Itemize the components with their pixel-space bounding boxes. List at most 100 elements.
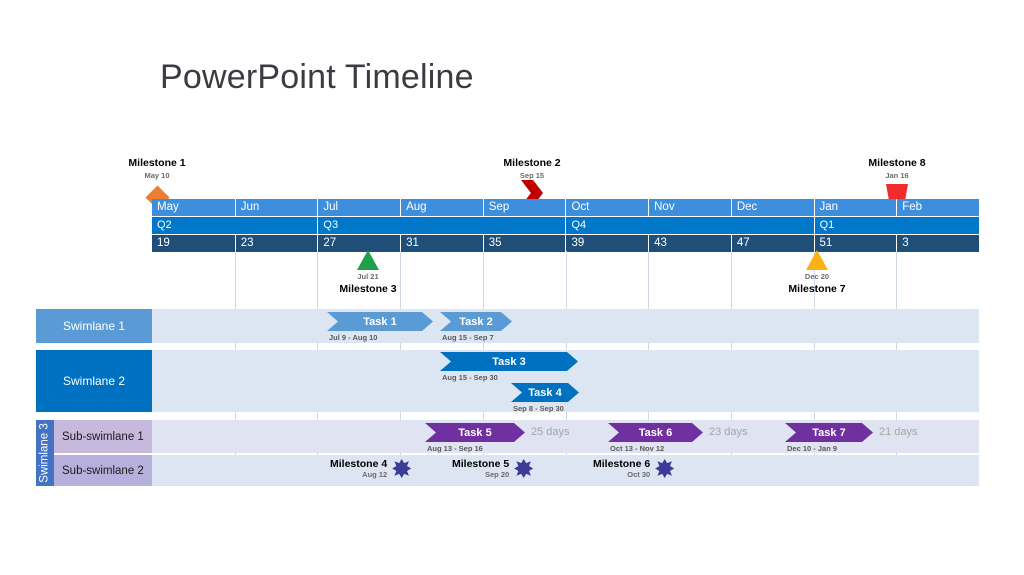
milestone-6-date: Oct 30 [627, 470, 651, 479]
milestone-6-texts: Milestone 6 Oct 30 [593, 458, 650, 479]
month-cell-jan: Jan [813, 199, 897, 216]
triangle-up-icon [357, 250, 379, 270]
month-cell-nov: Nov [648, 199, 731, 216]
timeline-quarter-row: Q2 Q3 Q4 Q1 [152, 217, 979, 234]
week-cell-47: 47 [730, 235, 814, 252]
milestone-5-label: Milestone 5 [452, 458, 510, 470]
month-cell-may: May [157, 201, 179, 213]
milestone-bottom-3[interactable]: Jul 21 Milestone 3 [308, 250, 428, 295]
task-7-dates: Dec 10 - Jan 9 [787, 444, 838, 453]
milestone-bottom-7-date: Dec 20 [804, 272, 830, 281]
week-cell-35: 35 [482, 235, 566, 252]
week-cell-27: 27 [317, 235, 400, 252]
swimlane-2-label[interactable]: Swimlane 2 [36, 350, 152, 412]
month-cell-sep: Sep [482, 199, 566, 216]
task-6-bar[interactable]: Task 6 [608, 423, 703, 442]
swimlane-3-label-text: Swimlane 3 [39, 423, 52, 483]
task-5-bar[interactable]: Task 5 [425, 423, 525, 442]
task-4-bar[interactable]: Task 4 [511, 383, 579, 402]
swimlane-1-label-text: Swimlane 1 [62, 319, 126, 333]
week-cell-31: 31 [400, 235, 483, 252]
task-6[interactable]: Task 6 Oct 13 - Nov 12 23 days [608, 423, 748, 453]
quarter-cell-q1: Q1 [813, 217, 979, 234]
swimlane-3-tab[interactable]: Swimlane 3 [36, 420, 54, 486]
task-4[interactable]: Task 4 Sep 8 - Sep 30 [511, 383, 579, 413]
milestone-4[interactable]: Milestone 4 Aug 12 [330, 458, 412, 479]
milestone-top-2-label: Milestone 2 [503, 157, 561, 169]
timeline-week-row: 19 23 27 31 35 39 43 47 51 3 [152, 235, 979, 252]
task-7-label: Task 7 [812, 426, 846, 439]
task-5-label: Task 5 [458, 426, 492, 439]
milestone-bottom-7-label: Milestone 7 [788, 283, 846, 295]
task-1-dates: Jul 9 - Aug 10 [329, 333, 378, 342]
week-cell-39: 39 [565, 235, 648, 252]
quarter-cell-q3: Q3 [317, 217, 565, 234]
swimlane-1-label[interactable]: Swimlane 1 [36, 309, 152, 343]
task-6-duration: 23 days [709, 426, 748, 438]
timeline-month-row: May Jun Jul Aug Sep Oct Nov Dec Jan Feb [152, 199, 979, 216]
task-5[interactable]: Task 5 Aug 13 - Sep 16 25 days [425, 423, 570, 453]
month-cell-feb: Feb [896, 199, 979, 216]
week-cell-19: 19 [157, 237, 170, 249]
week-cell-3: 3 [896, 235, 979, 252]
triangle-up-icon [806, 250, 828, 270]
milestone-bottom-3-label: Milestone 3 [339, 283, 397, 295]
task-3-label: Task 3 [492, 355, 526, 368]
sub-swimlane-2-label-text: Sub-swimlane 2 [62, 464, 144, 477]
task-4-dates: Sep 8 - Sep 30 [513, 404, 564, 413]
task-2-dates: Aug 15 - Sep 7 [442, 333, 494, 342]
task-7[interactable]: Task 7 Dec 10 - Jan 9 21 days [785, 423, 918, 453]
swimlane-2-label-text: Swimlane 2 [62, 374, 126, 388]
milestone-top-1-date: May 10 [144, 171, 170, 180]
star-icon [655, 459, 675, 478]
timeline-header: May Jun Jul Aug Sep Oct Nov Dec Jan Feb … [152, 199, 979, 252]
milestone-5-date: Sep 20 [485, 470, 510, 479]
milestone-6[interactable]: Milestone 6 Oct 30 [593, 458, 675, 479]
task-6-label: Task 6 [638, 426, 673, 439]
milestone-4-label: Milestone 4 [330, 458, 388, 470]
week-cell-43: 43 [648, 235, 731, 252]
week-cell-23: 23 [234, 235, 318, 252]
month-cell-oct: Oct [565, 199, 648, 216]
week-cell-51: 51 [813, 235, 897, 252]
sub-swimlane-1-label-text: Sub-swimlane 1 [62, 430, 144, 443]
star-icon [514, 459, 534, 478]
task-2[interactable]: Task 2 Aug 15 - Sep 7 [440, 312, 512, 342]
milestone-4-date: Aug 12 [362, 470, 388, 479]
quarter-cell-q2: Q2 [157, 219, 172, 231]
month-cell-jun: Jun [234, 199, 318, 216]
quarter-cell-q4: Q4 [565, 217, 813, 234]
sub-swimlane-1-label[interactable]: Sub-swimlane 1 [54, 420, 152, 453]
month-cell-jul: Jul [317, 199, 400, 216]
milestone-bottom-7[interactable]: Dec 20 Milestone 7 [757, 250, 877, 295]
task-1-bar[interactable]: Task 1 [327, 312, 433, 331]
milestone-top-1-label: Milestone 1 [128, 157, 186, 169]
task-3[interactable]: Task 3 Aug 15 - Sep 30 [440, 352, 578, 382]
task-5-duration: 25 days [531, 426, 570, 438]
task-5-dates: Aug 13 - Sep 16 [427, 444, 483, 453]
milestone-5[interactable]: Milestone 5 Sep 20 [452, 458, 534, 479]
star-icon [392, 459, 412, 478]
sub-swimlane-2-label[interactable]: Sub-swimlane 2 [54, 455, 152, 486]
milestone-top-8-date: Jan 16 [885, 171, 909, 180]
task-1[interactable]: Task 1 Jul 9 - Aug 10 [327, 312, 433, 342]
milestone-bottom-3-date: Jul 21 [357, 272, 379, 281]
task-3-bar[interactable]: Task 3 [440, 352, 578, 371]
task-1-label: Task 1 [363, 315, 397, 328]
page-title: PowerPoint Timeline [160, 58, 474, 96]
milestone-5-texts: Milestone 5 Sep 20 [452, 458, 509, 479]
swimlane-1-band [152, 309, 979, 343]
task-7-bar[interactable]: Task 7 [785, 423, 873, 442]
task-4-label: Task 4 [528, 386, 562, 399]
milestone-top-8-label: Milestone 8 [868, 157, 926, 169]
milestone-6-label: Milestone 6 [593, 458, 651, 470]
task-7-duration: 21 days [879, 426, 918, 438]
task-6-dates: Oct 13 - Nov 12 [610, 444, 665, 453]
sub-swimlane-2-band [152, 455, 979, 486]
month-cell-aug: Aug [400, 199, 483, 216]
task-2-bar[interactable]: Task 2 [440, 312, 512, 331]
milestone-4-texts: Milestone 4 Aug 12 [330, 458, 387, 479]
milestone-top-2-date: Sep 15 [519, 171, 545, 180]
milestone-top-1[interactable]: Milestone 1 May 10 [97, 157, 217, 210]
